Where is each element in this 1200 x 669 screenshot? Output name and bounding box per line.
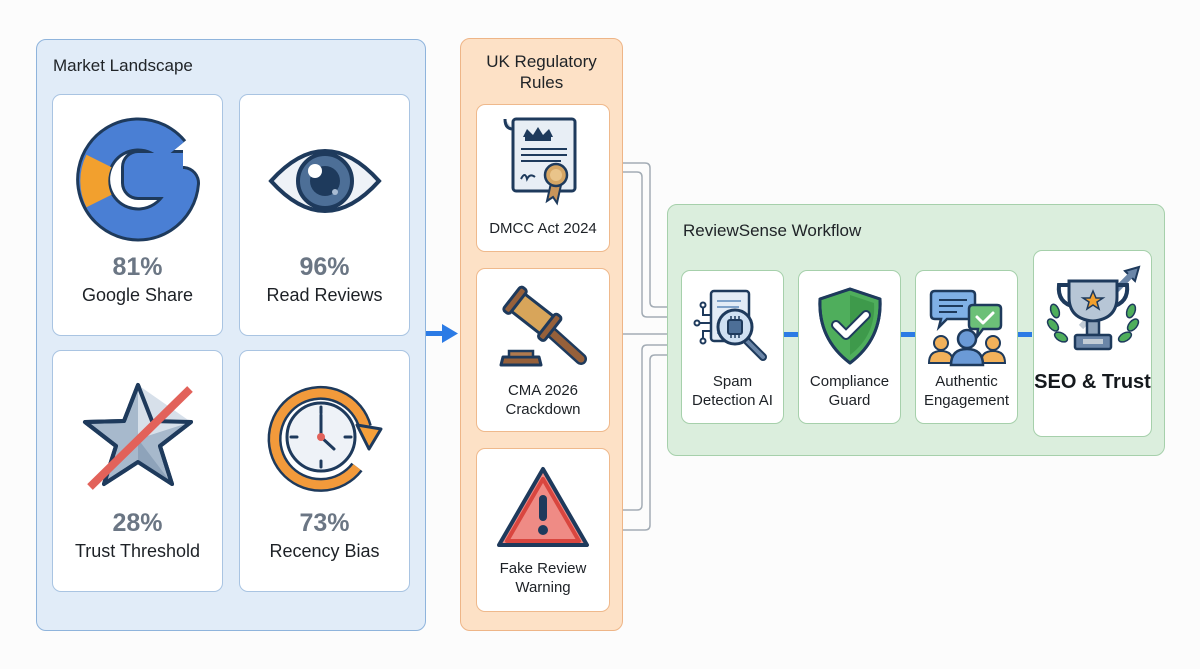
workflow-step-seo-trust[interactable]: SEO & Trust [1033,250,1152,437]
workflow-step-spam-detection[interactable]: Spam Detection AI [681,270,784,424]
stat-value: 96% [299,253,350,281]
workflow-step-label: Authentic Engagement [923,373,1010,409]
stat-value: 28% [112,509,163,537]
legal-scroll-icon [501,115,585,206]
stat-value: 73% [299,509,350,537]
stat-label: Google Share [81,285,194,305]
trophy-growth-icon [1041,261,1145,365]
workflow-connector [901,332,915,337]
reviewsense-workflow-title: ReviewSense Workflow [683,221,862,240]
stat-label: Trust Threshold [74,541,201,561]
stat-label: Recency Bias [269,541,380,561]
people-chat-icon [923,283,1011,371]
google-g-icon [75,117,200,242]
stat-card-recency-bias[interactable]: 73% Recency Bias [239,350,410,592]
ai-magnifier-icon [689,283,777,371]
stat-card-trust-threshold[interactable]: 28% Trust Threshold [52,350,223,592]
workflow-step-compliance-guard[interactable]: Compliance Guard [798,270,901,424]
stat-card-read-reviews[interactable]: 96% Read Reviews [239,94,410,336]
reg-card-dmcc-act[interactable]: DMCC Act 2024 [476,104,610,252]
reg-label: Fake Review Warning [499,560,587,596]
crossed-star-icon [78,377,198,497]
reviewsense-workflow-panel: ReviewSense Workflow Spam Detection AI [667,204,1165,456]
stat-label: Read Reviews [266,285,383,305]
reg-label: CMA 2026 Crackdown [505,382,581,418]
connector-line [623,171,668,318]
connector-line [623,162,668,308]
shield-check-icon [806,283,894,371]
reg-card-fake-review-warning[interactable]: Fake Review Warning [476,448,610,612]
connector-line [623,354,668,531]
reg-card-cma-crackdown[interactable]: CMA 2026 Crackdown [476,268,610,432]
workflow-step-label: Spam Detection AI [692,373,773,409]
reg-label: DMCC Act 2024 [489,220,597,237]
eye-icon [265,121,385,241]
uk-regulatory-panel: UK Regulatory Rules DMCC Act 2024 [460,38,623,631]
workflow-connector [784,332,798,337]
stat-card-google-share[interactable]: 81% Google Share [52,94,223,336]
stat-value: 81% [112,253,163,281]
gavel-icon [495,283,591,371]
flow-arrow [426,324,458,343]
uk-regulatory-title: UK Regulatory Rules [486,52,597,92]
workflow-step-label: SEO & Trust [1034,371,1151,393]
workflow-step-label: Compliance Guard [809,373,890,409]
warning-triangle-icon [495,465,591,551]
market-landscape-panel: Market Landscape 81% Google Share 96% Re… [36,39,426,631]
clock-refresh-icon [265,377,385,497]
market-landscape-title: Market Landscape [53,56,193,75]
workflow-connector [1018,332,1032,337]
workflow-step-authentic-engagement[interactable]: Authentic Engagement [915,270,1018,424]
connector-line [623,344,668,511]
